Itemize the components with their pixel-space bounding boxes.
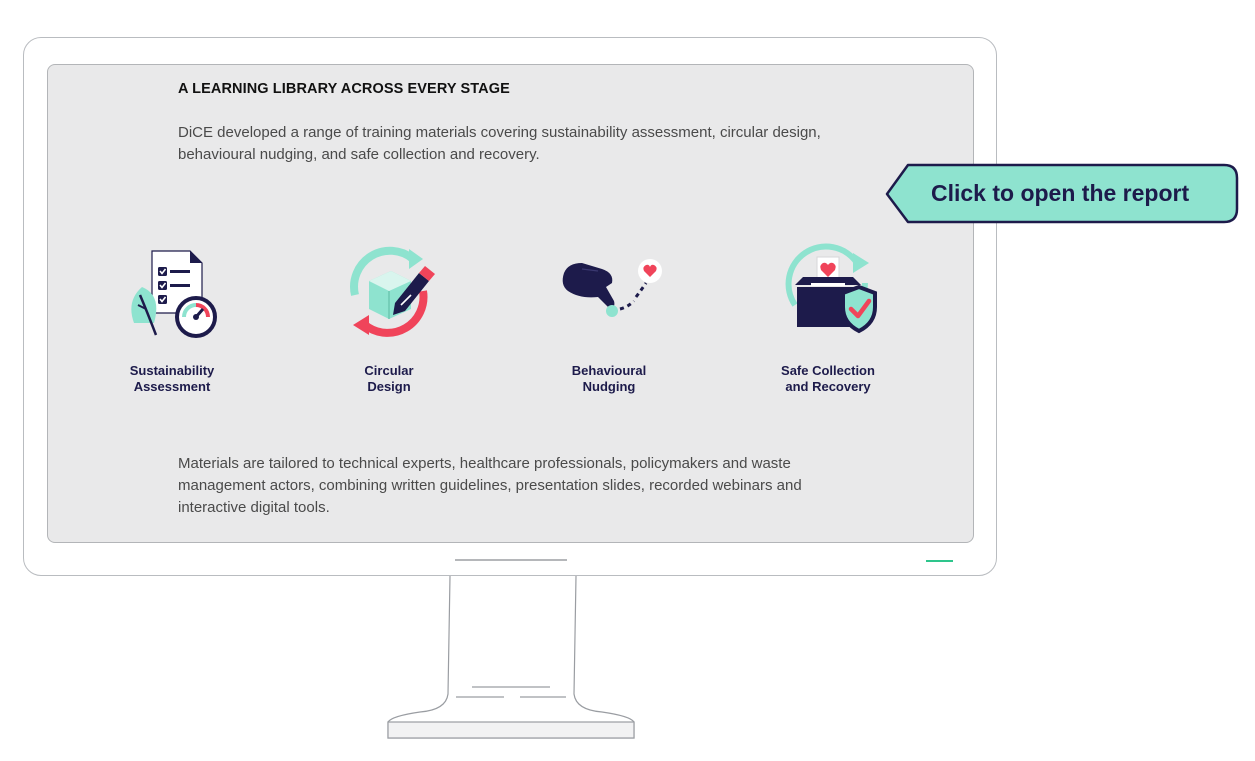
hand-nudge-heart-icon — [562, 259, 662, 317]
callout-bubble-shape — [885, 163, 1239, 224]
cube-pencil-cycle-icon — [350, 246, 435, 337]
topic-behavioural-nudging: Behavioural Nudging — [524, 243, 694, 395]
callout-label: Click to open the report — [931, 180, 1190, 206]
topic-safe-collection-recovery: Safe Collection and Recovery — [743, 243, 913, 395]
monitor-bezel-line — [455, 559, 567, 561]
slide-heading: A LEARNING LIBRARY ACROSS EVERY STAGE — [178, 81, 510, 97]
topic-label: Circular Design — [364, 363, 414, 394]
topic-circular-design: Circular Design — [304, 243, 474, 395]
open-report-callout[interactable]: Click to open the report — [884, 163, 1240, 225]
slide-intro-text: DiCE developed a range of training mater… — [178, 124, 821, 163]
monitor-stand — [387, 576, 635, 739]
monitor-screen: A LEARNING LIBRARY ACROSS EVERY STAGE Di… — [47, 64, 974, 543]
topic-list: Sustainability Assessment Circular Desig… — [48, 235, 973, 405]
checklist-gauge-leaf-icon — [131, 250, 217, 338]
power-indicator — [926, 560, 953, 562]
topic-label: Safe Collection and Recovery — [781, 363, 875, 394]
topic-label: Behavioural Nudging — [571, 363, 647, 394]
topic-label: Sustainability Assessment — [129, 363, 215, 394]
slide-outro-text: Materials are tailored to technical expe… — [178, 455, 802, 516]
topic-sustainability-assessment: Sustainability Assessment — [87, 243, 257, 395]
ballot-box-shield-icon — [785, 243, 877, 334]
